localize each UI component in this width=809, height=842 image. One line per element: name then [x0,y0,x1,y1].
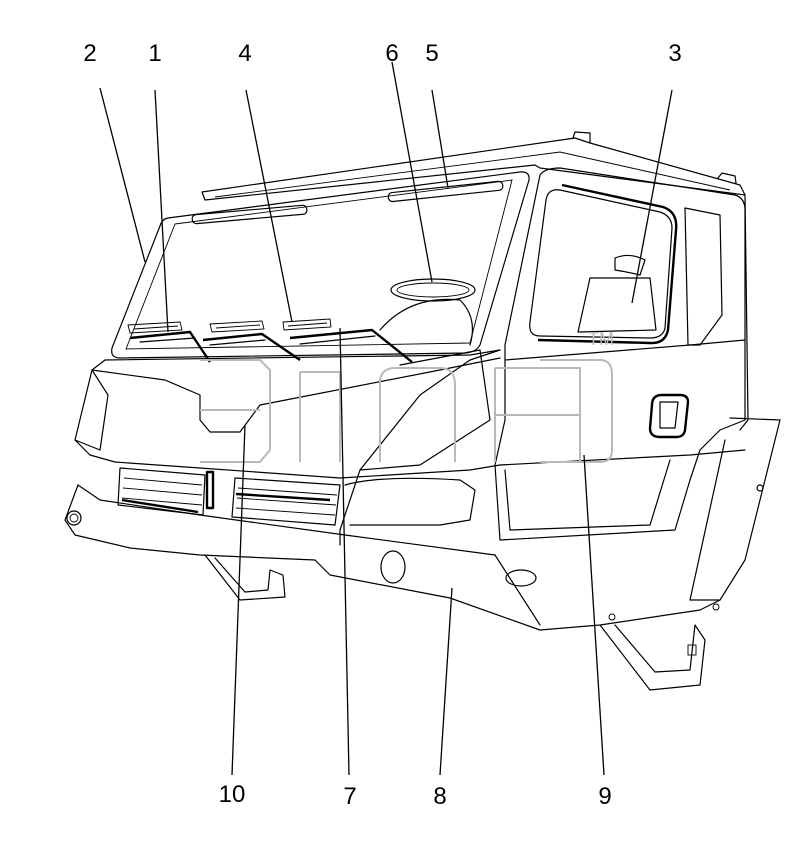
callout-6: 6 [385,40,398,67]
callout-7: 7 [343,783,356,810]
door-side-window [529,189,673,339]
leader-6 [391,61,433,283]
callout-8: 8 [433,783,446,810]
interior-mirror [390,278,476,302]
front-left-corner [74,369,109,451]
callout-labels: 2 1 4 6 5 3 10 7 8 9 [83,40,681,810]
callout-4: 4 [238,40,251,67]
interior-mirror-inner [396,282,470,298]
bumper [64,484,721,631]
callout-2: 2 [83,40,96,67]
door-belt-line [504,339,746,361]
watermark-trademark: TM [588,329,614,349]
door-window-seal [537,183,678,345]
cab-drawing [64,131,781,691]
wiper-hatch-2 [209,320,265,333]
tow-hook-socket [380,550,406,584]
wiper-arm-2 [209,339,266,346]
leader-10 [231,424,246,776]
steering-column [379,298,473,346]
fog-lamp-left [66,510,82,526]
seat-back [577,277,657,333]
roof-outline [201,137,746,201]
wiper-blade-1 [129,330,211,363]
front-step [204,554,286,601]
leader-3 [631,89,673,304]
front-headlamp-zone [359,349,491,471]
front-side-contour [339,349,501,546]
leader-7 [339,327,350,776]
front-left-edge [74,359,106,456]
callout-9: 9 [598,783,611,810]
leader-1 [154,89,169,333]
leader-2 [99,87,146,263]
front-lower-panel [89,454,501,479]
bumper-top [77,484,496,556]
callout-3: 3 [668,40,681,67]
leader-9 [583,454,605,776]
roof-marker [717,172,737,184]
door-handle [648,393,690,439]
front-upper-panel [91,357,501,433]
wipers [127,318,413,363]
leader-4 [245,89,293,323]
rear-pillar [689,194,781,601]
watermark: TM [200,329,614,463]
door-panel-lower [504,459,671,531]
wiper-arm-1 [139,337,196,343]
callout-1: 1 [148,40,161,67]
sun-visor-right [387,180,504,203]
roof-rib [214,151,731,198]
sun-visor-left [191,204,308,225]
wiper-blade-2 [202,332,301,361]
cowl-line [104,349,501,361]
wiper-hatch-1 [127,321,183,334]
wiper-hatch-3 [282,318,332,331]
door-rear-panel [684,207,723,346]
roof-antenna [572,131,591,144]
leader-8 [439,587,453,776]
door-outline [494,167,746,541]
rear-pillar-bolt [756,484,764,492]
callout-5: 5 [425,40,438,67]
wiper-blade-3 [289,328,413,363]
wheel-arch [344,477,476,526]
leader-lines [99,61,673,776]
seat-headrest [614,254,646,276]
side-lamp [505,569,537,587]
callout-10: 10 [219,781,246,808]
wiper-arm-3 [299,335,376,345]
leader-5 [431,89,449,189]
side-step [599,624,706,691]
door-lower-crease [499,449,746,466]
grille [117,467,341,526]
